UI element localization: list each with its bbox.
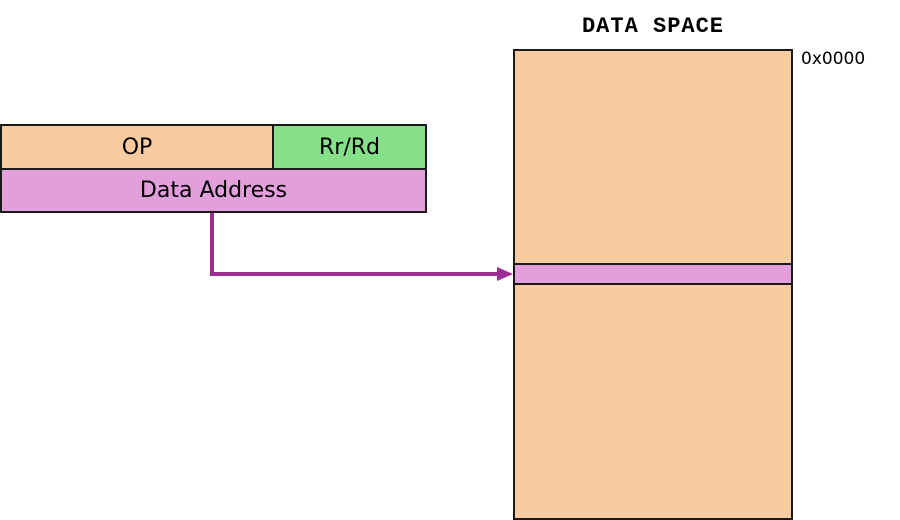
- data-address-field: Data Address: [0, 168, 427, 213]
- register-field: Rr/Rd: [272, 124, 427, 170]
- target-memory-cell: [513, 263, 793, 285]
- register-label: Rr/Rd: [319, 134, 380, 160]
- arrow-line: [210, 213, 500, 276]
- start-address-label: 0x0000: [801, 49, 866, 69]
- opcode-label: OP: [121, 134, 153, 160]
- opcode-field: OP: [0, 124, 274, 170]
- arrow-head-icon: [497, 267, 513, 281]
- data-address-label: Data Address: [139, 178, 288, 203]
- data-space-title: DATA SPACE: [581, 14, 725, 39]
